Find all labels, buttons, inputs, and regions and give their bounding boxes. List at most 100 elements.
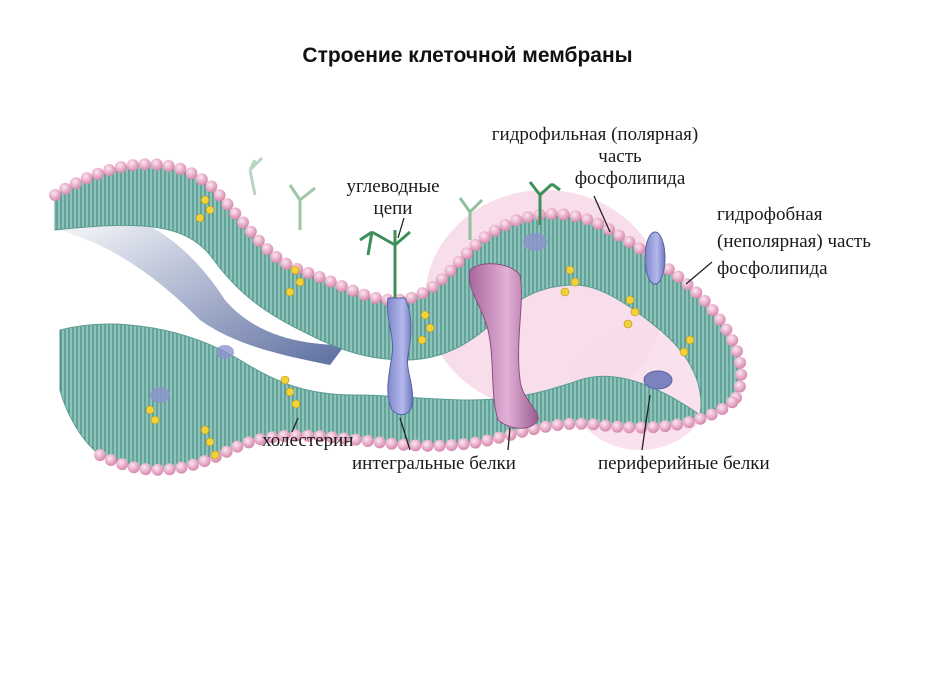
phospholipid-head	[570, 210, 582, 222]
phospholipid-head	[592, 218, 604, 230]
phospholipid-head	[683, 416, 695, 428]
phospholipid-head	[115, 161, 127, 173]
phospholipid-head	[493, 432, 505, 444]
phospholipid-head	[196, 173, 208, 185]
phospholipid-head	[611, 421, 623, 433]
phospholipid-head	[174, 163, 186, 175]
phospholipid-head	[734, 357, 746, 369]
phospholipid-head	[405, 292, 417, 304]
phospholipid-head	[370, 292, 382, 304]
phospholipid-head	[386, 438, 398, 450]
phospholipid-head	[417, 287, 429, 299]
phospholipid-head	[163, 160, 175, 172]
phospholipid-head	[726, 396, 738, 408]
label-hydrophilic-line3: фосфолипида	[545, 168, 715, 190]
phospholipid-head	[633, 242, 645, 254]
phospholipid-head	[127, 159, 139, 171]
phospholipid-head	[199, 455, 211, 467]
phospholipid-head	[707, 304, 719, 316]
phospholipid-head	[552, 419, 564, 431]
label-hydrophobic-line2: (неполярная) часть	[717, 231, 871, 253]
phospholipid-head	[280, 258, 292, 270]
phospholipid-head	[59, 183, 71, 195]
phospholipid-head	[469, 437, 481, 449]
phospholipid-head	[105, 454, 117, 466]
phospholipid-head	[302, 267, 314, 279]
phospholipid-head	[164, 463, 176, 475]
phospholipid-head	[499, 219, 511, 231]
phospholipid-head	[140, 463, 152, 475]
phospholipid-head	[522, 211, 534, 223]
phospholipid-head	[461, 247, 473, 259]
phospholipid-head	[231, 441, 243, 453]
phospholipid-head	[540, 421, 552, 433]
label-cholesterol: холестерин	[262, 430, 353, 452]
label-hydrophobic-line1: гидрофобная	[717, 204, 871, 226]
phospholipid-head	[151, 158, 163, 170]
phospholipid-head	[489, 225, 501, 237]
phospholipid-head	[347, 285, 359, 297]
phospholipid-head	[672, 271, 684, 283]
phospholipid-head	[261, 243, 273, 255]
phospholipid-head	[187, 459, 199, 471]
phospholipid-head	[581, 213, 593, 225]
phospholipid-head	[221, 198, 233, 210]
phospholipid-head	[205, 181, 217, 193]
phospholipid-head	[214, 189, 226, 201]
phospholipid-head	[699, 295, 711, 307]
phospholipid-head	[94, 449, 106, 461]
phospholipid-head	[470, 239, 482, 251]
phospholipid-head	[70, 177, 82, 189]
phospholipid-head	[128, 461, 140, 473]
phospholipid-head	[446, 439, 458, 451]
phospholipid-head	[410, 439, 422, 451]
phospholipid-head	[706, 409, 718, 421]
phospholipid-head	[613, 230, 625, 242]
label-integral-proteins: интегральные белки	[352, 453, 516, 475]
phospholipid-head	[325, 276, 337, 288]
phospholipid-head	[245, 226, 257, 238]
label-hydrophobic-part: гидрофобная (неполярная) часть фосфолипи…	[717, 204, 871, 280]
phospholipid-head	[253, 235, 265, 247]
phospholipid-head	[362, 435, 374, 447]
phospholipid-head	[735, 369, 747, 381]
phospholipid-head	[690, 286, 702, 298]
label-hydrophilic-line1: гидрофильная (полярная)	[475, 124, 715, 146]
phospholipid-head	[458, 438, 470, 450]
phospholipid-head	[734, 381, 746, 393]
label-hydrophobic-line3: фосфолипида	[717, 258, 871, 280]
phospholipid-head	[647, 421, 659, 433]
label-carbohydrate-line2: цепи	[333, 198, 453, 220]
phospholipid-head	[563, 418, 575, 430]
phospholipid-head	[599, 420, 611, 432]
phospholipid-head	[185, 167, 197, 179]
phospholipid-head	[374, 436, 386, 448]
phospholipid-head	[726, 334, 738, 346]
phospholipid-head	[671, 419, 683, 431]
phospholipid-head	[139, 158, 151, 170]
phospholipid-head	[175, 462, 187, 474]
phospholipid-head	[575, 418, 587, 430]
phospholipid-head	[714, 314, 726, 326]
phospholipid-head	[720, 324, 732, 336]
phospholipid-head	[92, 168, 104, 180]
label-peripheral-proteins: периферийные белки	[598, 453, 770, 475]
phospholipid-head	[434, 440, 446, 452]
phospholipid-head	[546, 208, 558, 220]
label-hydrophilic-line2: часть	[525, 146, 715, 168]
phospholipid-head	[270, 251, 282, 263]
phospholipid-head	[558, 208, 570, 220]
phospholipid-head	[481, 435, 493, 447]
phospholipid-head	[336, 280, 348, 292]
label-carbohydrate-line1: углеводные	[333, 176, 453, 198]
phospholipid-head	[103, 164, 115, 176]
phospholipid-head	[314, 271, 326, 283]
phospholipid-head	[152, 464, 164, 476]
phospholipid-head	[587, 418, 599, 430]
phospholipid-head	[505, 429, 517, 441]
phospholipid-head	[453, 256, 465, 268]
phospholipid-head	[229, 207, 241, 219]
phospholipid-head	[358, 289, 370, 301]
label-carbohydrate-chains: углеводные цепи	[333, 176, 453, 220]
